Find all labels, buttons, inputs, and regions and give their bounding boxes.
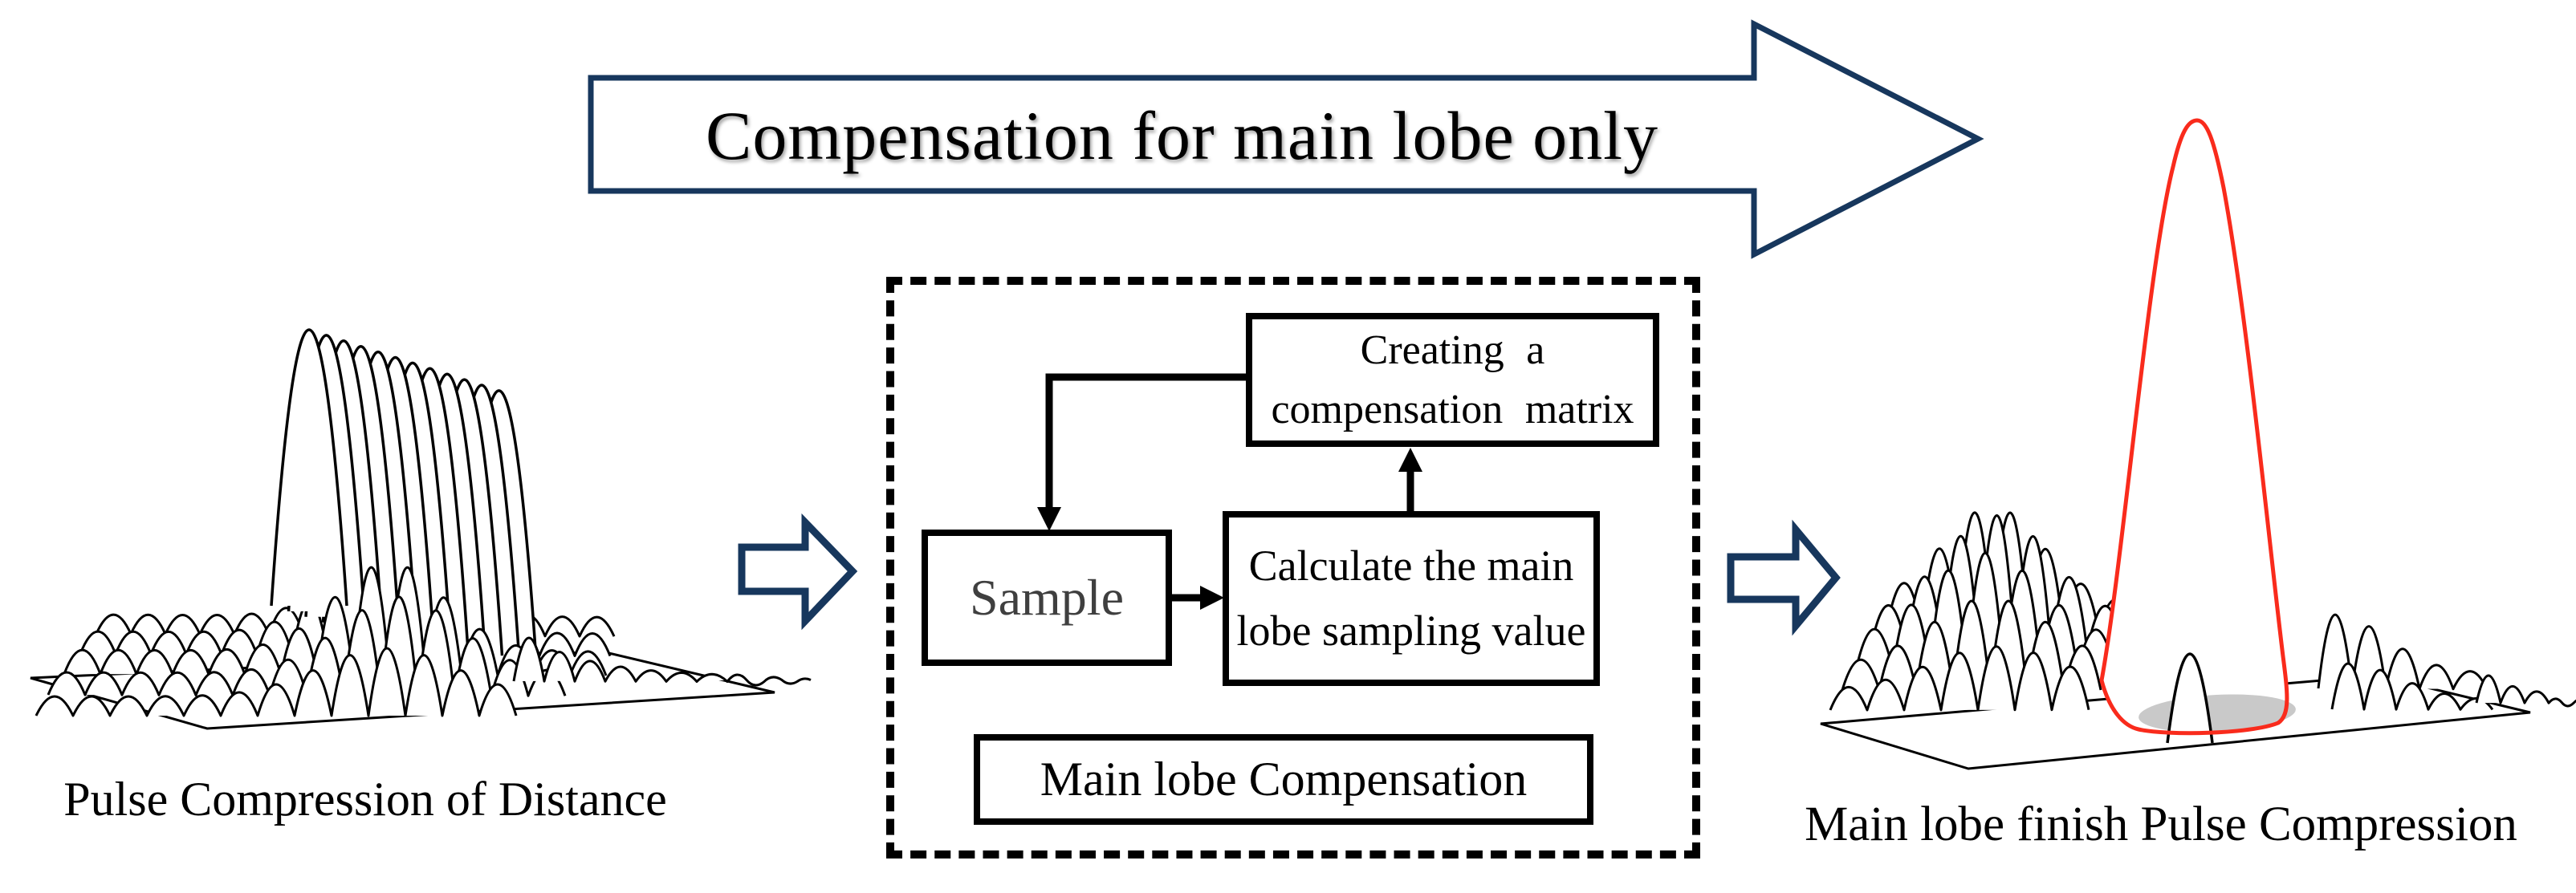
banner-arrow-shape: [588, 19, 1984, 259]
flow-box-main-lobe-compensation: Main lobe Compensation: [974, 734, 1593, 825]
connector-creating-to-sample-arrowhead: [1037, 507, 1061, 531]
flow-box-sample: Sample: [922, 530, 1172, 666]
left-plot: [30, 328, 812, 730]
flow-box-creating-compensation-matrix: Creating a compensation matrix: [1246, 313, 1659, 447]
flow-box-text: lobe sampling value: [1236, 607, 1586, 655]
sidelobe-tail: [2475, 674, 2576, 708]
right-plot-caption: Main lobe finish Pulse Compression: [1805, 798, 2517, 851]
connector-calculate-to-creating-arrowhead: [1398, 448, 1422, 472]
left-main-ridge-peak: [270, 328, 348, 607]
flow-box-text: Main lobe Compensation: [1040, 752, 1528, 806]
surface-row: [35, 647, 518, 717]
surface-row: [1829, 645, 2090, 712]
residual-sidelobe-peak: [2166, 652, 2214, 744]
main-lobe-red-curve: [2099, 118, 2289, 736]
flow-box-text: Sample: [970, 568, 1124, 626]
banner-arrow-label: Compensation for main lobe only: [705, 96, 1659, 174]
surface-row: [2330, 662, 2494, 711]
flow-box-calculate-main-lobe: Calculate the main lobe sampling value: [1223, 511, 1600, 686]
left-plot-caption: Pulse Compression of Distance: [63, 773, 667, 826]
flow-arrow-right-icon: [1727, 519, 1841, 636]
flow-box-text: Creating a: [1360, 327, 1545, 373]
pipeline-connectors: [1037, 373, 1422, 610]
flow-arrow-left-icon: [738, 513, 858, 631]
connector-creating-to-sample: [1045, 373, 1246, 512]
pipeline-dashed-container: [886, 277, 1700, 858]
flow-box-text: compensation matrix: [1271, 386, 1634, 432]
sidelobe-tail: [512, 636, 812, 687]
right-plot: [1820, 118, 2576, 770]
connector-sample-to-calculate-arrowhead: [1200, 586, 1224, 610]
flow-box-text: Calculate the main: [1248, 542, 1574, 590]
main-lobe-fill: [2102, 120, 2287, 733]
